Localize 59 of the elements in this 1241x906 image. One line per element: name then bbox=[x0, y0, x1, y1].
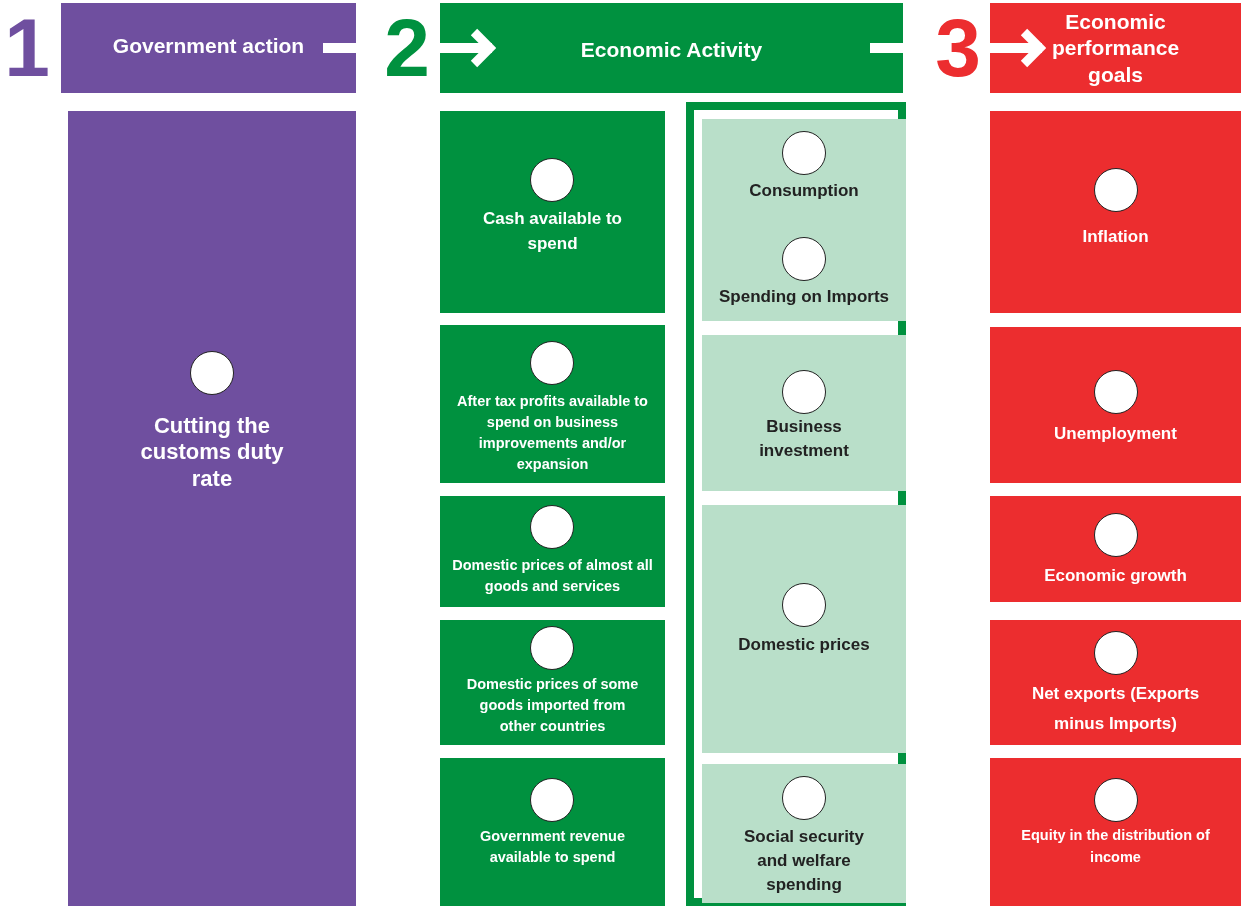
box-label: Consumption bbox=[748, 179, 860, 202]
header-box bbox=[990, 3, 1241, 93]
goal-box bbox=[990, 758, 1241, 906]
box-label: Domestic prices of almost all goods and services bbox=[451, 556, 654, 596]
activity-box bbox=[702, 119, 906, 321]
box-label: Domestic prices of some goods imported from other countries bbox=[465, 675, 640, 737]
box-label: Social security and welfare spending bbox=[743, 826, 865, 896]
answer-circle bbox=[1094, 370, 1138, 414]
arrow bbox=[870, 27, 1045, 69]
answer-circle bbox=[1094, 778, 1138, 822]
box-label: Economic Activity bbox=[579, 37, 764, 63]
box-label: Cash available to spend bbox=[482, 208, 623, 255]
answer-circle bbox=[782, 776, 826, 820]
factor-box bbox=[440, 325, 665, 483]
answer-circle bbox=[1094, 513, 1138, 557]
goal-box bbox=[990, 496, 1241, 602]
box-label: Unemployment bbox=[1053, 423, 1178, 446]
factor-box bbox=[440, 758, 665, 906]
box-label: Cutting the customs duty rate bbox=[139, 413, 285, 493]
step-number: 2 bbox=[384, 7, 430, 89]
box-label: Spending on Imports bbox=[718, 285, 890, 308]
answer-circle bbox=[530, 505, 574, 549]
answer-circle bbox=[530, 626, 574, 670]
step-number: 1 bbox=[4, 7, 50, 89]
answer-circle bbox=[530, 778, 574, 822]
factor-box bbox=[440, 111, 665, 313]
box-label: Economic performance goals bbox=[1050, 8, 1181, 88]
action-panel bbox=[68, 111, 356, 906]
step-number: 3 bbox=[935, 7, 981, 89]
factor-box bbox=[440, 496, 665, 607]
box-label: Business investment bbox=[758, 416, 850, 462]
answer-circle bbox=[782, 237, 826, 281]
header-box bbox=[61, 3, 356, 93]
box-label: Equity in the distribution of income bbox=[1020, 826, 1211, 867]
answer-circle bbox=[530, 158, 574, 202]
box-label: Government revenue available to spend bbox=[478, 827, 627, 867]
arrow bbox=[323, 27, 495, 69]
header-box bbox=[440, 3, 903, 93]
activity-box bbox=[702, 505, 906, 753]
goal-box bbox=[990, 111, 1241, 313]
answer-circle bbox=[1094, 631, 1138, 675]
factor-box bbox=[440, 620, 665, 745]
box-label: After tax profits available to spend on business improvements and/or expansion bbox=[456, 391, 649, 474]
activity-box bbox=[702, 335, 906, 491]
answer-circle bbox=[782, 583, 826, 627]
answer-circle bbox=[782, 131, 826, 175]
box-label: Inflation bbox=[1081, 226, 1150, 249]
answer-circle bbox=[782, 370, 826, 414]
box-label: Government action bbox=[111, 33, 306, 59]
goal-box bbox=[990, 620, 1241, 745]
activity-frame bbox=[686, 102, 906, 906]
answer-circle bbox=[1094, 168, 1138, 212]
activity-box bbox=[702, 764, 906, 903]
goal-box bbox=[990, 327, 1241, 483]
box-label: Economic growth bbox=[1043, 565, 1188, 588]
box-label: Net exports (Exports minus Imports) bbox=[1030, 683, 1201, 735]
box-label: Domestic prices bbox=[737, 634, 871, 657]
answer-circle bbox=[190, 351, 234, 395]
answer-circle bbox=[530, 341, 574, 385]
